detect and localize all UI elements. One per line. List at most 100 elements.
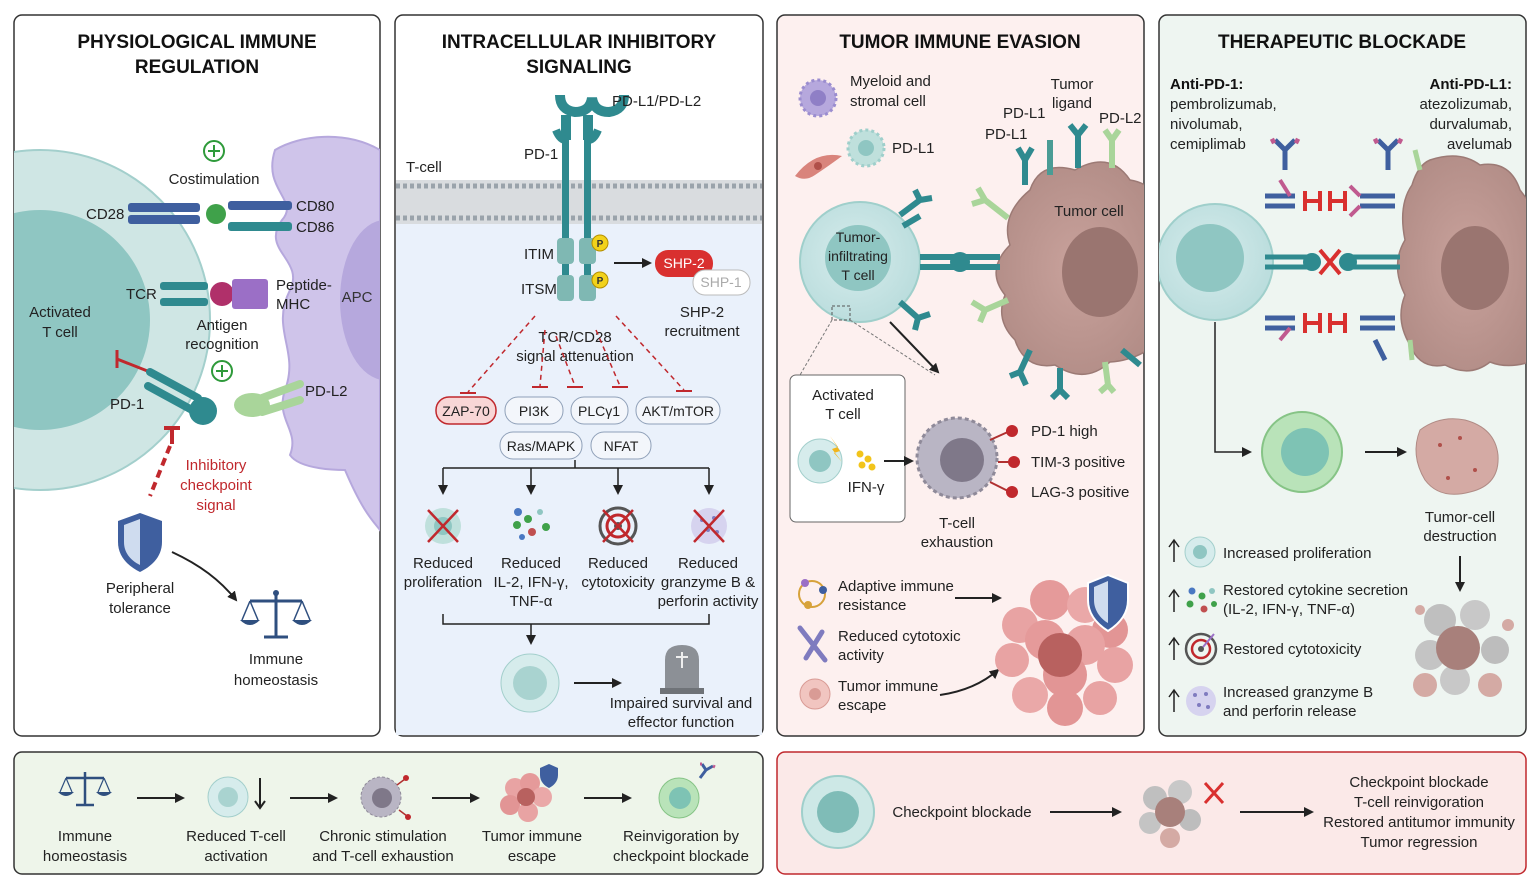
pd1-extracellular <box>561 115 593 140</box>
target-zap70 <box>435 396 497 425</box>
step4-label-1: Tumor immune <box>482 828 582 845</box>
inset-box <box>789 374 906 523</box>
shp1-badge <box>692 269 751 296</box>
ifng-dots-icon <box>856 450 876 471</box>
out3-label-2: cytotoxicity <box>581 574 655 591</box>
shp2-recruitment-label-2: recruitment <box>664 323 740 340</box>
anti-pd1-antibodies <box>1269 137 1301 170</box>
inset-activated-label-2: T cell <box>825 406 861 423</box>
target-akt-mtor <box>635 396 721 425</box>
step3-label-1: Chronic stimulation <box>319 828 447 845</box>
til-label-2: infiltrating <box>828 248 888 264</box>
step1-label-2: homeostasis <box>43 848 127 865</box>
activated-t-cell-nucleus <box>14 210 150 430</box>
peptide-mhc-label-2: MHC <box>276 296 310 313</box>
shp2-label: SHP-2 <box>663 255 704 271</box>
out4-label-2: granzyme B & <box>661 574 755 591</box>
activated-t-cell-label-1: Activated <box>29 304 91 321</box>
panel-intracellular-signaling: INTRACELLULAR INHIBITORY SIGNALING T-cel… <box>394 14 764 737</box>
impaired-t-cell-icon <box>500 653 560 713</box>
target-plcg1 <box>570 396 629 425</box>
marker-pd1-high: PD-1 high <box>1031 423 1098 440</box>
pd1-receptor-2 <box>144 382 196 414</box>
out2-label-1: Reduced <box>501 555 561 572</box>
tolerance-arrow <box>171 551 238 602</box>
blockade-row-3 <box>1265 313 1415 362</box>
outcome-3: Restored antitumor immunity <box>1323 814 1515 831</box>
pd1-head <box>189 397 217 425</box>
inhibition-bars <box>460 386 692 394</box>
inset-activated-label-1: Activated <box>812 387 874 404</box>
immune-homeostasis-label-1: Immune <box>249 651 303 668</box>
inhibitory-signal-label-1: Inhibitory <box>186 457 247 474</box>
target-akt-mtor-label: AKT/mTOR <box>642 403 714 419</box>
cell-membrane <box>396 180 762 224</box>
myeloid-cell-icon <box>798 78 838 118</box>
granzyme-icon <box>691 508 727 544</box>
shp2-badge <box>655 250 713 277</box>
anti-pdl1-drug-1: atezolizumab, <box>1419 96 1512 113</box>
myeloid-label-2: stromal cell <box>850 93 926 110</box>
inset-t-cell-icon <box>797 436 843 484</box>
tumor-ligand-label-1: Tumor <box>1051 76 1094 93</box>
bottom-outcome-strip: Checkpoint blockade Checkpoint blockade … <box>776 751 1527 875</box>
pd1-pdl1-binding <box>950 252 970 272</box>
itim-motif <box>557 238 574 264</box>
cd86-ligand <box>228 222 292 231</box>
cd28-receptor <box>128 203 200 212</box>
phosphate-icon <box>591 234 609 252</box>
antigen-recognition-label-1: Antigen <box>197 317 248 334</box>
tumor-debris-icon <box>1139 780 1225 848</box>
blockade-t-cell-nucleus <box>1176 224 1244 292</box>
pd1-tail-right <box>584 140 591 300</box>
cd80-ligand <box>228 201 292 210</box>
out2-label-2: IL-2, IFN-γ, <box>493 574 568 591</box>
stromal-cell-icon <box>795 154 842 179</box>
impaired-label-2: effector function <box>628 714 734 731</box>
pdl2-label: PD-L2 <box>305 383 348 400</box>
destruction-label-2: destruction <box>1423 528 1496 545</box>
adaptive-resistance-icon <box>798 579 827 609</box>
step1-label-1: Immune <box>58 828 112 845</box>
tcr-receptor-2 <box>160 298 208 306</box>
til-label-1: Tumor- <box>836 229 881 245</box>
inhibitory-signal-label-2: checkpoint <box>180 477 253 494</box>
plus-icon-glyph <box>208 145 220 157</box>
flow-arrow-1 <box>1214 322 1252 457</box>
tumor-pdl2-label: PD-L2 <box>1099 110 1142 127</box>
itsm-motif <box>557 275 574 301</box>
shp2-recruitment-label-1: SHP-2 <box>680 304 724 321</box>
plus-icon-2 <box>211 360 233 382</box>
target-nfat <box>590 431 652 460</box>
peptide-icon <box>210 282 234 306</box>
step2-label-2: activation <box>204 848 267 865</box>
inhibitory-signal-line <box>148 445 172 497</box>
target-icon <box>1184 632 1218 666</box>
til-label-3: T cell <box>841 267 874 283</box>
phosphate-icon-2 <box>591 271 609 289</box>
tumor-nucleus <box>1062 227 1138 317</box>
tumor-escape-icon-2 <box>500 764 558 822</box>
out1-label-1: Reduced <box>413 555 473 572</box>
exhaustion-arrow <box>889 321 940 374</box>
checkpoint-blockade-label: Checkpoint blockade <box>892 804 1031 821</box>
tumor-escape-label-2: escape <box>838 697 886 714</box>
up-arrow-icon-3 <box>1168 636 1180 660</box>
adaptive-label-1: Adaptive immune <box>838 578 954 595</box>
marker-lag3: LAG-3 positive <box>1031 484 1129 501</box>
tumor-pdl1-label: PD-L1 <box>1003 105 1046 122</box>
marker-tim3: TIM-3 positive <box>1031 454 1125 471</box>
exhausted-t-cell-nucleus <box>940 438 984 482</box>
scale-icon <box>240 590 312 639</box>
branch-arrows <box>438 468 714 495</box>
panel3-title: TUMOR IMMUNE EVASION <box>839 32 1080 53</box>
itsm-label: ITSM <box>521 281 557 298</box>
effect-granzyme-1: Increased granzyme B <box>1223 684 1373 701</box>
panel2-title-line2: SIGNALING <box>526 57 632 78</box>
target-plcg1-label: PLCγ1 <box>578 403 620 419</box>
anti-pd1-drug-2: nivolumab, <box>1170 116 1243 133</box>
effect-proliferation: Increased proliferation <box>1223 545 1371 562</box>
attenuation-label-2: signal attenuation <box>516 348 634 365</box>
blockade-row-2 <box>1265 248 1400 276</box>
